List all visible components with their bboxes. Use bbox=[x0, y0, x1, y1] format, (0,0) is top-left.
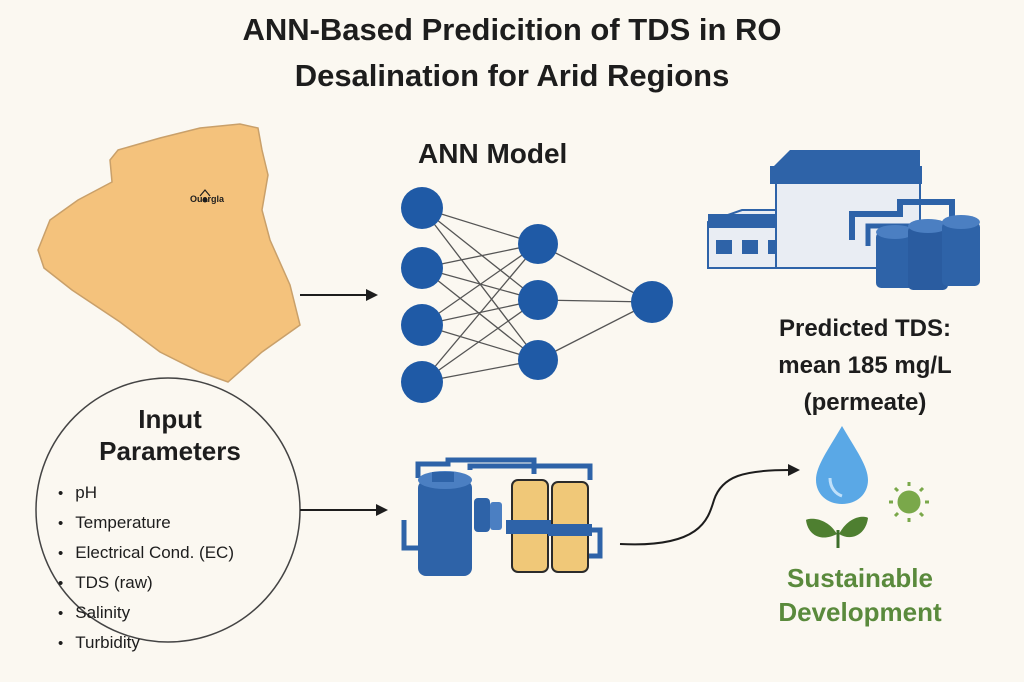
output-node bbox=[631, 281, 673, 323]
parameter-item: Turbidity bbox=[58, 628, 234, 658]
parameter-item: Salinity bbox=[58, 598, 234, 628]
diagram-title-line1: ANN-Based Predicition of TDS in RO bbox=[242, 12, 782, 47]
input-node bbox=[401, 361, 443, 403]
water-drop-icon bbox=[816, 426, 868, 504]
parameter-item: pH bbox=[58, 478, 234, 508]
hidden-node bbox=[518, 340, 558, 380]
sustainable-development-line2: Development bbox=[778, 597, 942, 627]
parameter-item: Electrical Cond. (EC) bbox=[58, 538, 234, 568]
predicted-tds-line3: (permeate) bbox=[803, 389, 927, 416]
input-node bbox=[401, 247, 443, 289]
ouargla-marker bbox=[202, 197, 208, 203]
ro-unit-icon bbox=[401, 457, 603, 576]
sun-icon bbox=[889, 482, 929, 522]
sustainable-development-line1: Sustainable bbox=[787, 563, 933, 593]
predicted-tds-line1: Predicted TDS: bbox=[778, 315, 952, 342]
input-node bbox=[401, 187, 443, 229]
sprout-icon bbox=[806, 516, 868, 548]
diagram-title-line2: Desalination for Arid Regions bbox=[294, 58, 730, 93]
map-city-label: Ouargla bbox=[190, 194, 225, 204]
input-parameters-title-line2: Parameters bbox=[99, 436, 241, 466]
parameter-item: TDS (raw) bbox=[58, 568, 234, 598]
hidden-node bbox=[518, 280, 558, 320]
predicted-tds-line2: mean 185 mg/L bbox=[778, 352, 952, 379]
ann-model-title: ANN Model bbox=[418, 138, 568, 169]
input-node bbox=[401, 304, 443, 346]
hidden-node bbox=[518, 224, 558, 264]
parameter-item: Temperature bbox=[58, 508, 234, 538]
input-parameters-title-line1: Input bbox=[138, 404, 202, 434]
desalination-plant-icon bbox=[707, 150, 980, 290]
algeria-map bbox=[37, 123, 301, 383]
arrow-ro-to-outcome bbox=[619, 469, 791, 546]
input-parameters-list: pH Temperature Electrical Cond. (EC) TDS… bbox=[58, 478, 234, 658]
ann-nodes bbox=[401, 187, 673, 403]
